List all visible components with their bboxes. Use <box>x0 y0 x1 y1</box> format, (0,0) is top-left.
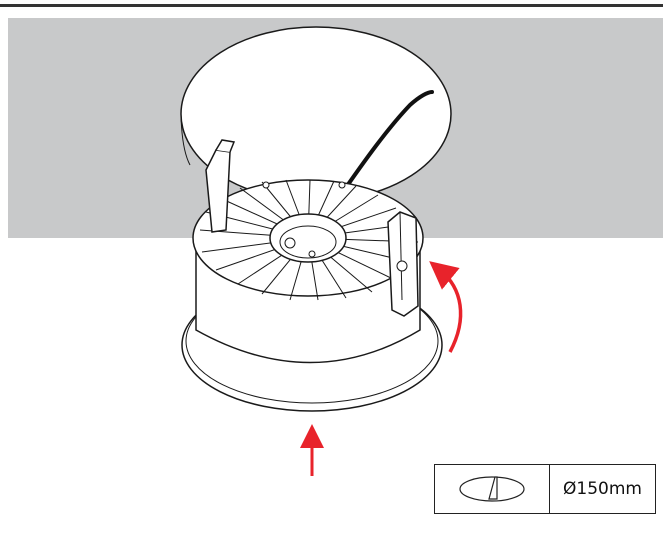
spring-clip-icon <box>205 139 419 317</box>
hole-saw-cutout-icon <box>459 476 525 502</box>
cutout-icon-cell <box>435 465 550 513</box>
cutout-size-table: Ø150mm <box>434 464 656 514</box>
top-rule <box>0 4 663 7</box>
downlight-fixture-icon <box>181 179 443 412</box>
power-cable-icon <box>338 90 434 198</box>
cutout-diameter-label: Ø150mm <box>563 479 642 499</box>
rotation-arrow-icon <box>429 261 463 353</box>
